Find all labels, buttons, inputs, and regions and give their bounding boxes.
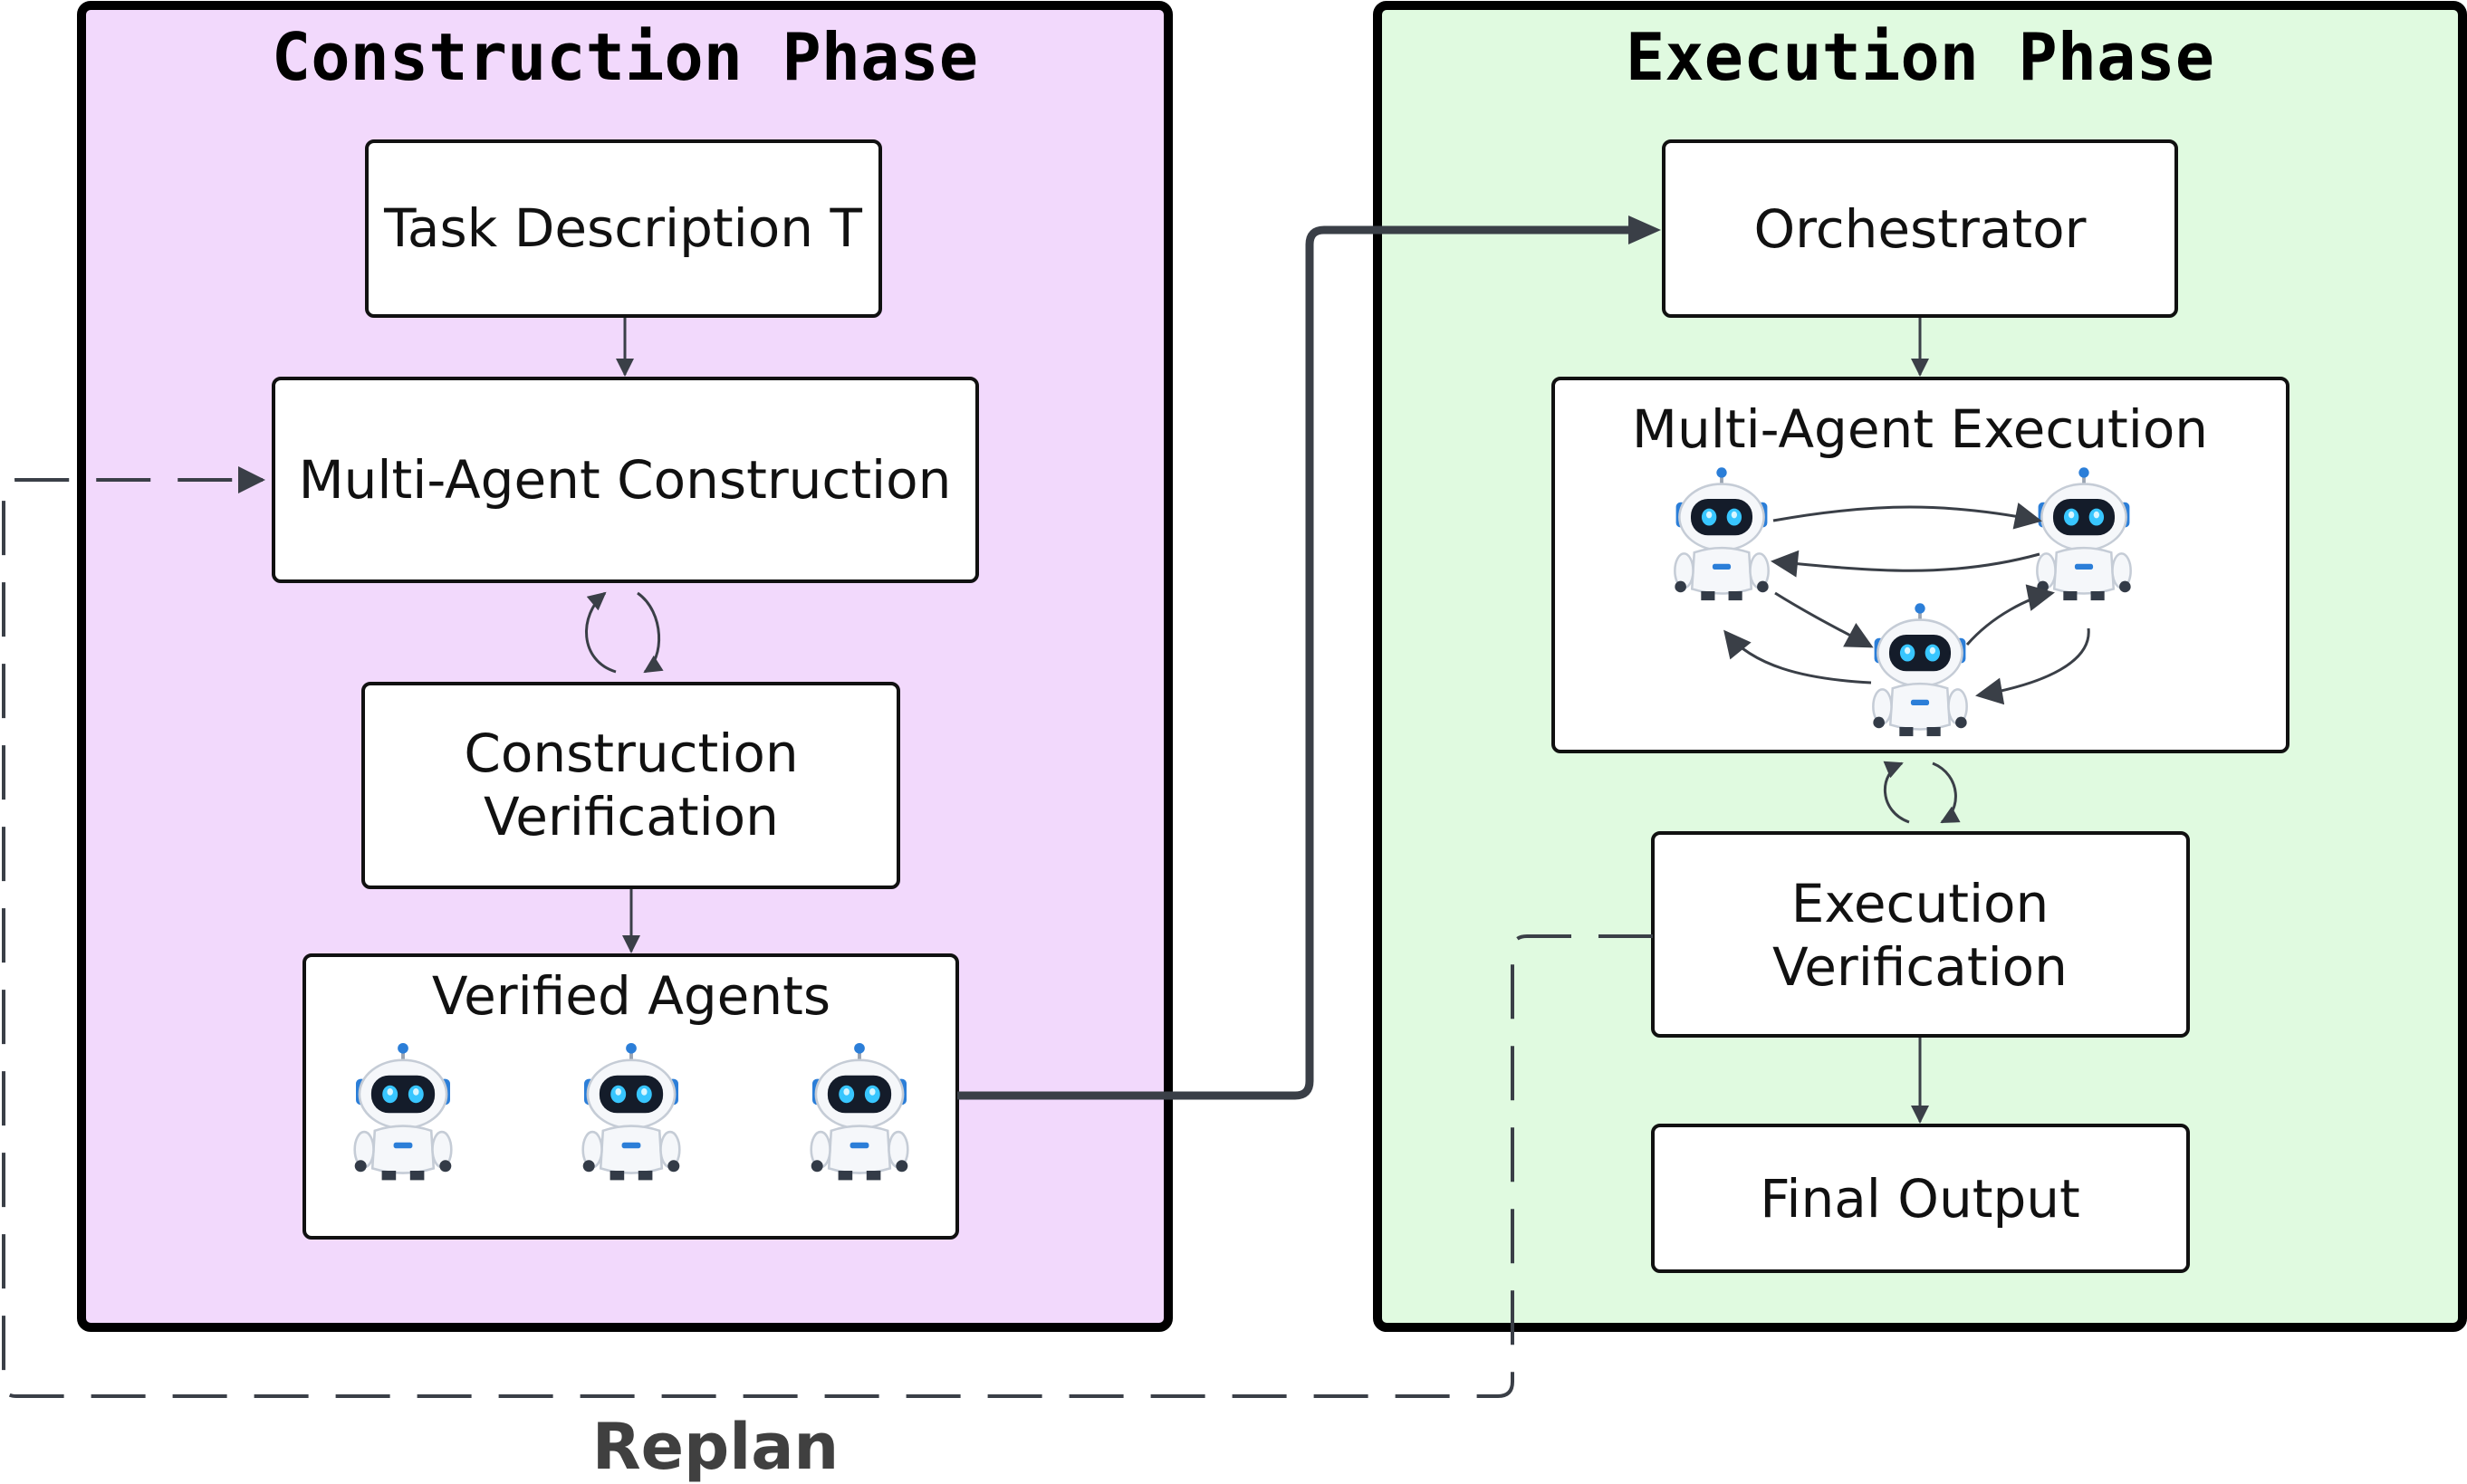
construction-verification-box: Construction Verification: [361, 682, 900, 889]
verified-agents-label: Verified Agents: [432, 965, 830, 1027]
multi-agent-execution-label: Multi-Agent Execution: [1632, 398, 2208, 460]
arrow-agent-b-to-agent-c: [1975, 627, 2090, 705]
arrow-agent-a-to-agent-b: [1772, 503, 2042, 530]
task-description-label: Task Description T: [383, 197, 862, 259]
construction-verification-frame: [361, 682, 900, 889]
multi-agent-execution-box: Multi-Agent Execution: [1551, 377, 2289, 753]
arrow-verification-to-construction: [585, 591, 617, 674]
replan-label: Replan: [592, 1410, 840, 1484]
execution-verification-frame: [1651, 831, 2190, 1038]
arrow-execution-to-verification: [1932, 761, 1961, 824]
arrow-verification-to-execution: [1883, 761, 1910, 824]
execution-verification-label-line1: Execution: [1791, 873, 2049, 934]
verified-agents-box: Verified Agents: [302, 953, 959, 1240]
arrow-agent-a-to-agent-c: [1774, 591, 1874, 648]
task-description-frame: [365, 139, 882, 318]
orchestrator-box: Orchestrator: [1662, 139, 2178, 318]
multi-agent-construction-frame: [272, 377, 979, 583]
execution-verification-label-line2: Verification: [1772, 936, 2068, 998]
orchestrator-frame: [1662, 139, 2178, 318]
arrow-construction-to-verification: [637, 591, 664, 674]
connector-verified-agents-to-orchestrator: [957, 225, 1630, 1100]
arrow-agent-b-to-agent-a: [1771, 550, 2040, 578]
construction-verification-label-line2: Verification: [484, 786, 779, 847]
execution-phase-title: Execution Phase: [1626, 19, 2214, 95]
arrow-agent-c-to-agent-b: [1965, 584, 2055, 646]
construction-phase-title: Construction Phase: [272, 19, 978, 95]
execution-verification-box: Execution Verification: [1651, 831, 2190, 1038]
orchestrator-label: Orchestrator: [1754, 198, 2087, 260]
multi-agent-construction-box: Multi-Agent Construction: [272, 377, 979, 583]
connector-arrowhead: [1628, 215, 1661, 244]
task-description-box: Task Description T: [365, 139, 882, 318]
final-output-frame: [1651, 1124, 2190, 1273]
construction-verification-label-line1: Construction: [464, 723, 798, 784]
final-output-label: Final Output: [1760, 1168, 2080, 1230]
arrow-agent-c-to-agent-a: [1723, 629, 1872, 685]
multi-agent-construction-label: Multi-Agent Construction: [299, 449, 952, 511]
replan-dashed-loop: [2, 466, 1653, 1398]
final-output-box: Final Output: [1651, 1124, 2190, 1273]
